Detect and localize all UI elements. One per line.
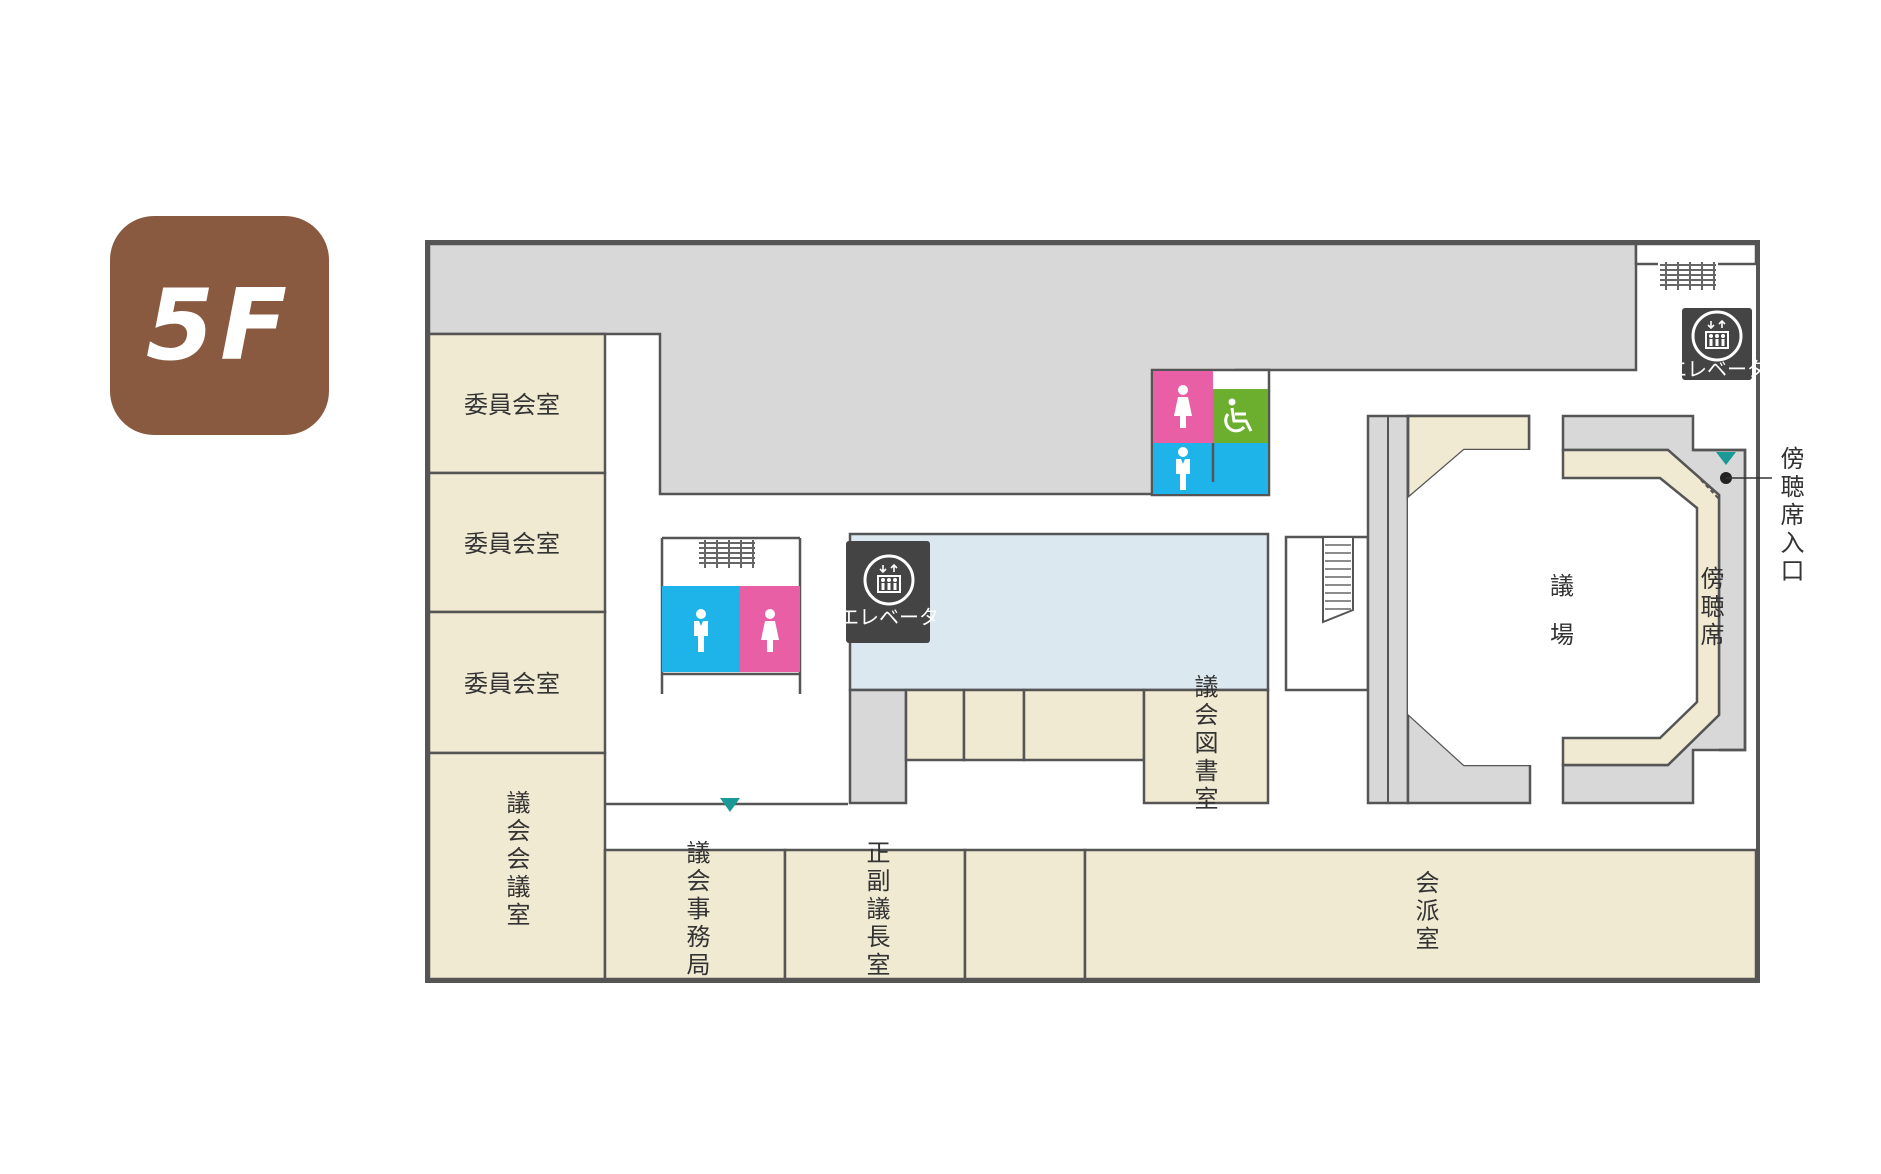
entrance-marker-icon <box>720 798 740 812</box>
chamber-label-1: 議 <box>1550 572 1574 600</box>
library-room <box>1142 688 1270 805</box>
gallery-label: 傍聴席 <box>1696 566 1724 650</box>
faction-room <box>1083 848 1758 981</box>
entrance-marker-icon <box>1716 452 1736 465</box>
elevator-northeast-label: エレベータ <box>1667 357 1767 381</box>
chamber-label-2: 場 <box>1550 621 1574 649</box>
committee-room-2-label: 委員会室 <box>464 530 560 558</box>
committee-room-1 <box>427 332 607 475</box>
floor-label: 5F <box>145 268 294 383</box>
committee-room-3 <box>427 610 607 755</box>
committee-room-1-label: 委員会室 <box>464 391 560 419</box>
speaker-office-label: 正副議長室 <box>862 840 890 980</box>
faction-room-label: 会派室 <box>1411 870 1439 954</box>
assembly-meeting-room <box>427 751 607 981</box>
committee-room-2 <box>427 471 607 614</box>
committee-room-3-label: 委員会室 <box>464 670 560 698</box>
accessible-toilet <box>1213 389 1268 443</box>
secretariat-label: 議会事務局 <box>682 840 710 980</box>
stairs-icon <box>1657 261 1719 291</box>
floor-badge: 5F <box>110 216 329 435</box>
stairs-icon <box>696 539 758 569</box>
elevator-center-label: エレベータ <box>839 605 939 629</box>
chamber-floor <box>1408 450 1562 765</box>
library-label: 議会図書室 <box>1190 674 1218 814</box>
bottom-small-room <box>963 848 1087 981</box>
assembly-meeting-room-label: 議会会議室 <box>502 790 530 930</box>
gallery-entrance-label: 傍聴席入口 <box>1776 446 1804 586</box>
wheelchair-icon <box>1224 398 1253 433</box>
